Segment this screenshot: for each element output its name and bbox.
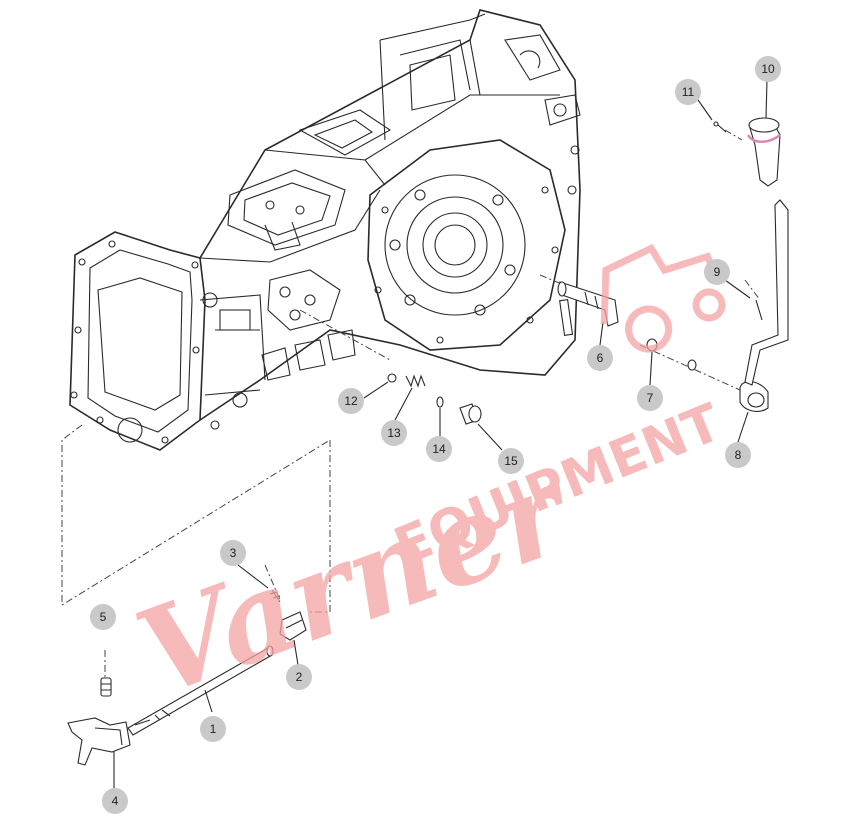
- callout-5: 5: [90, 604, 116, 630]
- callout-15: 15: [498, 448, 524, 474]
- shift-block-part-2: [279, 611, 307, 641]
- shaft-part-6: [557, 281, 619, 337]
- callout-7: 7: [637, 385, 663, 411]
- callout-3: 3: [220, 540, 246, 566]
- o-ring-part-7: [646, 338, 697, 371]
- callout-6: 6: [587, 345, 613, 371]
- svg-text:3: 3: [230, 546, 237, 560]
- callout-9: 9: [704, 259, 730, 285]
- svg-text:13: 13: [387, 426, 401, 440]
- callout-14: 14: [426, 436, 452, 462]
- svg-text:2: 2: [296, 670, 303, 684]
- svg-text:5: 5: [100, 610, 107, 624]
- shift-lever-part-8: [739, 199, 789, 412]
- svg-text:1: 1: [210, 722, 217, 736]
- callout-2: 2: [286, 664, 312, 690]
- detent-spring-part-13: [405, 374, 426, 388]
- svg-text:10: 10: [761, 62, 775, 76]
- callout-1: 1: [200, 716, 226, 742]
- assembly-guide-lines: [61, 129, 761, 680]
- shift-knob-part-10: [746, 117, 781, 187]
- callout-8: 8: [725, 442, 751, 468]
- plug-part-15: [459, 403, 482, 425]
- tractor-logo-icon: [600, 243, 726, 353]
- callout-11: 11: [675, 79, 701, 105]
- svg-text:14: 14: [432, 442, 446, 456]
- svg-text:11: 11: [682, 85, 695, 99]
- callout-13: 13: [381, 420, 407, 446]
- pin-part-9: [755, 299, 763, 321]
- washer-part-14: [436, 396, 444, 408]
- shift-rod-part-1: [127, 645, 274, 736]
- svg-text:6: 6: [597, 351, 604, 365]
- screw-part-11: [713, 121, 727, 133]
- svg-text:7: 7: [647, 391, 654, 405]
- watermark: Varner EQUIPMENT: [120, 243, 730, 723]
- svg-text:12: 12: [344, 394, 358, 408]
- svg-text:15: 15: [504, 454, 518, 468]
- svg-text:8: 8: [735, 448, 742, 462]
- shift-fork-part-4: [67, 717, 131, 766]
- callout-4: 4: [102, 788, 128, 814]
- transmission-housing: [69, 9, 581, 451]
- detent-ball-part-12: [387, 373, 397, 383]
- svg-text:9: 9: [714, 265, 721, 279]
- callout-12: 12: [338, 388, 364, 414]
- set-screw-part-5: [100, 677, 112, 697]
- callout-10: 10: [755, 56, 781, 82]
- spring-pin-part-3: [269, 589, 281, 603]
- svg-text:4: 4: [112, 794, 119, 808]
